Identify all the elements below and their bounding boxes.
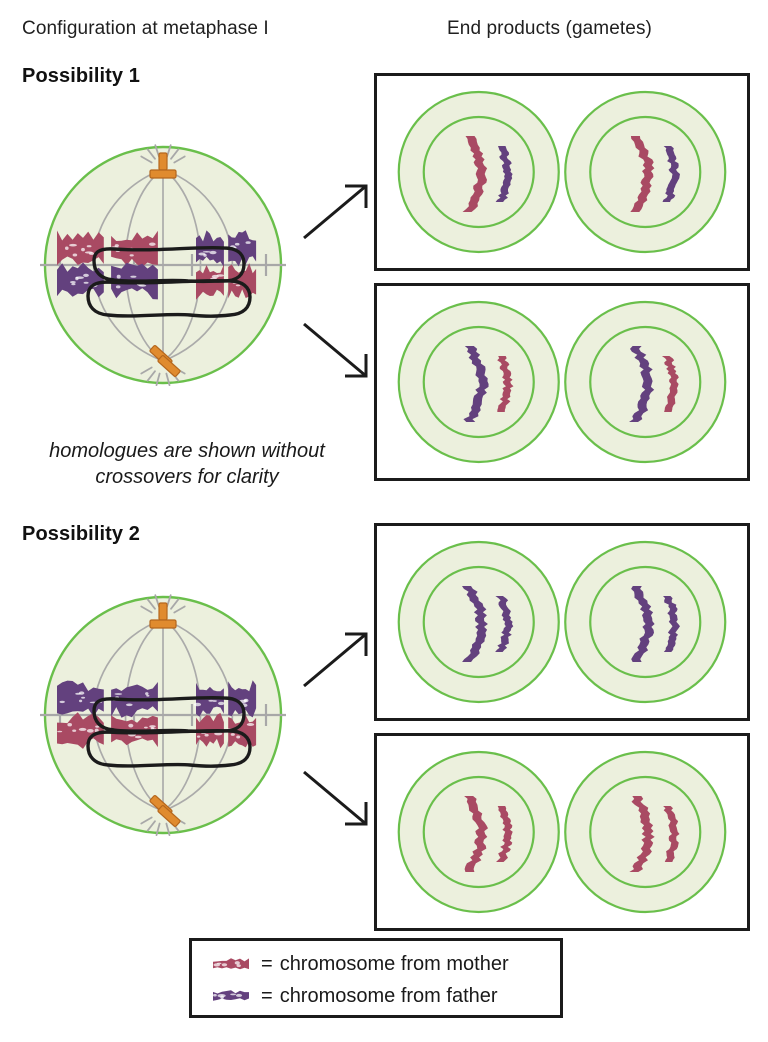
legend-label-father: chromosome from father (279, 985, 498, 1007)
legend: = chromosome from mother = chromosome fr… (189, 938, 563, 1018)
legend-label-mother: chromosome from mother (279, 953, 509, 975)
gamete-box-2 (374, 283, 750, 481)
gamete-box-3 (374, 523, 750, 721)
clarity-caption: homologues are shown without crossovers … (49, 440, 325, 489)
arrow-to-gamete-box-1 (303, 184, 368, 240)
legend-equals: = (261, 985, 273, 1007)
column-header-gametes: End products (gametes) (447, 18, 652, 39)
arrow-to-gamete-box-4 (303, 770, 368, 826)
arrow-to-gamete-box-2 (303, 322, 368, 378)
chromosome-red-icon (210, 953, 252, 975)
possibility-1-metaphase-cell (38, 140, 288, 390)
legend-equals: = (261, 953, 273, 975)
gamete-box-4 (374, 733, 750, 931)
column-header-metaphase: Configuration at metaphase I (22, 18, 269, 39)
possibility-1-title: Possibility 1 (22, 65, 141, 87)
possibility-2-title: Possibility 2 (22, 523, 141, 545)
legend-row: = chromosome from mother (210, 948, 560, 980)
legend-row: = chromosome from father (210, 980, 560, 1012)
possibility-2-metaphase-cell (38, 590, 288, 840)
arrow-to-gamete-box-3 (303, 632, 368, 688)
chromosome-purple-icon (210, 985, 252, 1007)
gamete-box-1 (374, 73, 750, 271)
